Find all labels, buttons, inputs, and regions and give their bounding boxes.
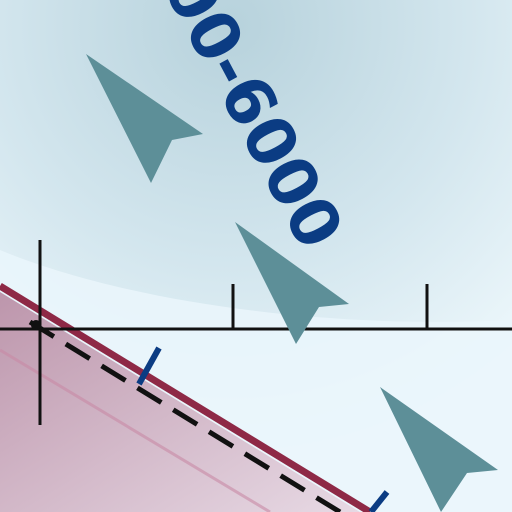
band-edge-lower: [0, 348, 271, 512]
route-tick: [136, 346, 162, 386]
band-edge-top: [0, 283, 372, 512]
scale-origin-dot: [31, 320, 41, 330]
arrowhead-icon: [235, 222, 349, 344]
arrowhead-icon: [86, 54, 203, 183]
route-tick: [368, 490, 390, 512]
arrowhead-icon: [380, 387, 498, 512]
band-fill: [0, 292, 360, 512]
dashed-route-line: [28, 319, 342, 512]
